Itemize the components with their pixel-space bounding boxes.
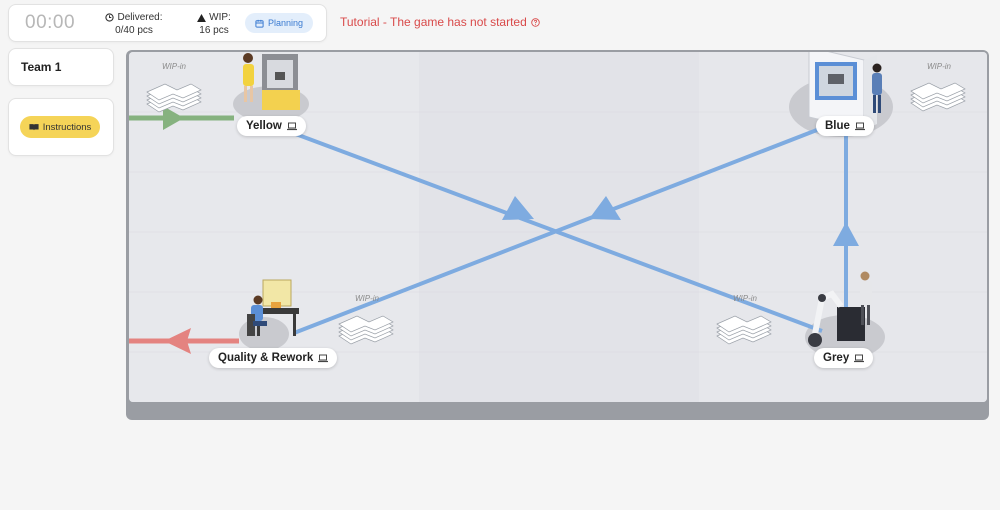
laptop-icon: [318, 354, 329, 362]
wip-stack-yellow: [146, 83, 202, 113]
instructions-card: Instructions: [8, 98, 114, 156]
triangle-icon: [197, 13, 207, 22]
wip-label: WIP:: [209, 12, 231, 23]
delivered-label: Delivered:: [117, 12, 163, 23]
game-board: WIP-in WIP-in WIP-in WIP-in Yellow Blue …: [129, 52, 987, 402]
team-card: Team 1: [8, 48, 114, 86]
help-circle-icon[interactable]: [531, 17, 540, 27]
wip-in-label: WIP-in: [733, 294, 757, 303]
delivered-value: 0/40 pcs: [115, 25, 153, 36]
wip-stack-grey: [716, 315, 772, 345]
quality-worker: [247, 295, 267, 336]
wip-stat: WIP: 16 pcs: [181, 11, 247, 37]
tutorial-status-text: Tutorial - The game has not started: [340, 15, 527, 29]
wip-in-label: WIP-in: [927, 62, 951, 71]
grey-machine: [808, 290, 865, 347]
flow-arrow-head: [833, 222, 859, 246]
quality-desk: [255, 279, 299, 336]
wip-in-label: WIP-in: [162, 62, 186, 71]
station-label-quality[interactable]: Quality & Rework: [209, 348, 338, 368]
station-name: Grey: [823, 352, 850, 364]
station-name: Blue: [825, 120, 850, 132]
wip-stack-quality: [338, 315, 394, 345]
inbound-arrow-head: [163, 106, 184, 130]
yellow-worker: [243, 53, 254, 102]
grey-worker: [860, 271, 872, 325]
delivered-stat: Delivered: 0/40 pcs: [99, 11, 169, 37]
clock-icon: [105, 13, 115, 22]
instructions-label: Instructions: [42, 121, 92, 133]
flow-arrow-head: [589, 196, 621, 220]
station-name: Yellow: [246, 120, 282, 132]
yellow-machine: [262, 54, 300, 110]
timer: 00:00: [25, 12, 76, 33]
laptop-icon: [854, 122, 865, 130]
blue-machine: [808, 52, 877, 131]
status-bar: 00:00 Delivered: 0/40 pcs WIP: 16 pcs Pl…: [8, 4, 327, 42]
laptop-icon: [286, 122, 297, 130]
planning-label: Planning: [268, 18, 304, 28]
floor-panel: [419, 52, 699, 402]
book-icon: [29, 124, 39, 131]
tutorial-status: Tutorial - The game has not started: [340, 15, 540, 29]
blue-worker: [872, 63, 882, 113]
station-label-blue[interactable]: Blue: [816, 116, 874, 136]
planning-button[interactable]: Planning: [245, 13, 314, 33]
outbound-arrow-head: [164, 328, 191, 354]
team-name: Team 1: [21, 60, 62, 74]
station-label-yellow[interactable]: Yellow: [237, 116, 306, 136]
laptop-icon: [854, 354, 865, 362]
station-label-grey[interactable]: Grey: [814, 348, 874, 368]
calendar-icon: [255, 19, 264, 28]
wip-value: 16 pcs: [199, 25, 229, 36]
wip-in-label: WIP-in: [355, 294, 379, 303]
flow-arrow-head: [502, 196, 534, 220]
station-name: Quality & Rework: [218, 352, 314, 364]
wip-stack-blue: [910, 82, 966, 112]
instructions-button[interactable]: Instructions: [20, 116, 100, 138]
